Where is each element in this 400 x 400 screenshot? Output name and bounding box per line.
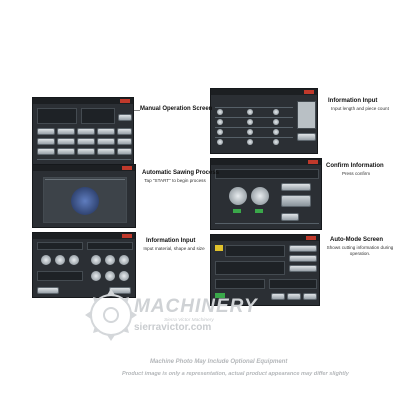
callout-automatic-sawing-desc: Tap "START" to begin process (144, 178, 206, 183)
callout-manual-operation-title: Manual Operation Screen (140, 106, 213, 112)
automatic-sawing-screenshot (32, 164, 136, 228)
confirm-information-screenshot (210, 158, 322, 230)
auto-mode-screenshot (210, 234, 320, 306)
callout-auto-mode-desc: Shows cutting information during operati… (326, 245, 394, 256)
watermark-url: sierravictor.com (134, 322, 212, 333)
callout-info-input-top-desc: Input length and piece count (331, 106, 389, 111)
callout-confirm-info-title: Confirm Information (326, 163, 384, 169)
information-input-length-screenshot (210, 88, 318, 154)
callout-automatic-sawing-title: Automatic Sawing Process (142, 170, 220, 176)
watermark-brand: MACHINERY (134, 296, 258, 317)
start-button-graphic (71, 187, 99, 215)
saw-blade-logo-icon (85, 289, 137, 341)
callout-auto-mode-title: Auto-Mode Screen (330, 237, 384, 243)
manual-operation-screenshot (32, 97, 134, 165)
callout-info-input-bottom-desc: Input material, shape and size (143, 246, 205, 251)
callout-confirm-info-desc: Press confirm (341, 171, 371, 176)
callout-info-input-top-title: Information Input (328, 98, 378, 104)
footer-optional-equipment-note: Machine Photo May Include Optional Equip… (150, 359, 288, 365)
information-input-material-screenshot (32, 232, 136, 298)
watermark-tagline: Sierra Victor Machinery (164, 318, 214, 323)
footer-representation-disclaimer: Product image is only a representation, … (122, 371, 349, 377)
callout-info-input-bottom-title: Information Input (146, 238, 196, 244)
